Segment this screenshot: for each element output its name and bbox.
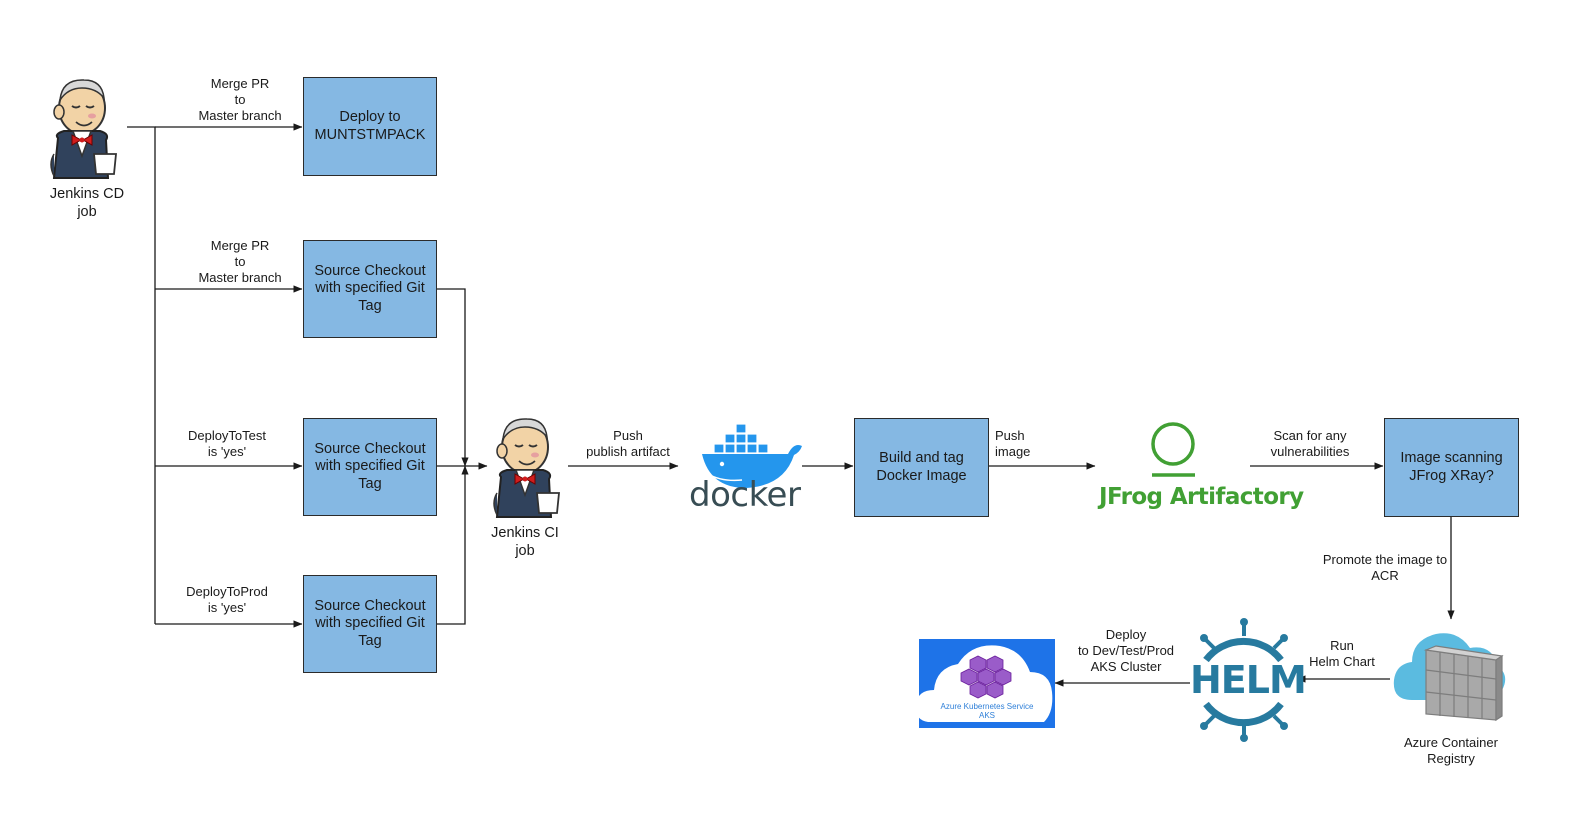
jfrog-artifactory-wordmark: JFrog Artifactory — [1099, 484, 1304, 510]
source-checkout-box-2: Source Checkout with specified Git Tag — [303, 418, 437, 516]
edge-label-push-artifact: Push publish artifact — [586, 428, 670, 459]
edge-label-scan: Scan for any vulnerabilities — [1270, 428, 1350, 459]
edge-label-promote: Promote the image to ACR — [1322, 552, 1448, 583]
source-checkout-box-1: Source Checkout with specified Git Tag — [303, 240, 437, 338]
jenkins-ci-icon — [493, 417, 560, 518]
image-scanning-box: Image scanning JFrog XRay? — [1384, 418, 1519, 517]
edge-label-merge-pr-1: Merge PR to Master branch — [198, 76, 282, 123]
jfrog-logo-icon — [1151, 422, 1195, 477]
aks-label: Azure Kubernetes Service AKS — [940, 702, 1034, 720]
azure-container-registry-caption: Azure Container Registry — [1404, 735, 1498, 766]
source-checkout-box-3: Source Checkout with specified Git Tag — [303, 575, 437, 673]
azure-container-registry-icon — [1393, 633, 1506, 722]
docker-whale-icon — [702, 423, 802, 488]
docker-wordmark: docker — [689, 475, 801, 515]
edge-label-merge-pr-2: Merge PR to Master branch — [198, 238, 282, 285]
aks-icon — [915, 639, 1055, 728]
edge-label-deploy-to-prod: DeployToProd is 'yes' — [186, 584, 268, 615]
edge-label-run-helm: Run Helm Chart — [1309, 638, 1375, 669]
jenkins-ci-caption: Jenkins CI job — [491, 525, 559, 559]
edge-label-deploy-aks: Deploy to Dev/Test/Prod AKS Cluster — [1077, 627, 1175, 674]
deploy-muntstmpack-box: Deploy to MUNTSTMPACK — [303, 77, 437, 176]
edge-label-deploy-to-test: DeployToTest is 'yes' — [187, 428, 267, 459]
edge-checkout-1-to-ci — [436, 288, 469, 467]
connectors — [127, 123, 1455, 687]
helm-wheel-icon — [1200, 618, 1288, 742]
edge-checkout-3-to-ci — [436, 465, 469, 625]
jenkins-cd-icon — [50, 78, 117, 179]
helm-wordmark: HELM — [1190, 658, 1307, 702]
jenkins-cd-caption: Jenkins CD job — [49, 186, 125, 220]
build-tag-docker-image-box: Build and tag Docker Image — [854, 418, 989, 517]
edge-label-push-image: Push image — [995, 428, 1031, 459]
